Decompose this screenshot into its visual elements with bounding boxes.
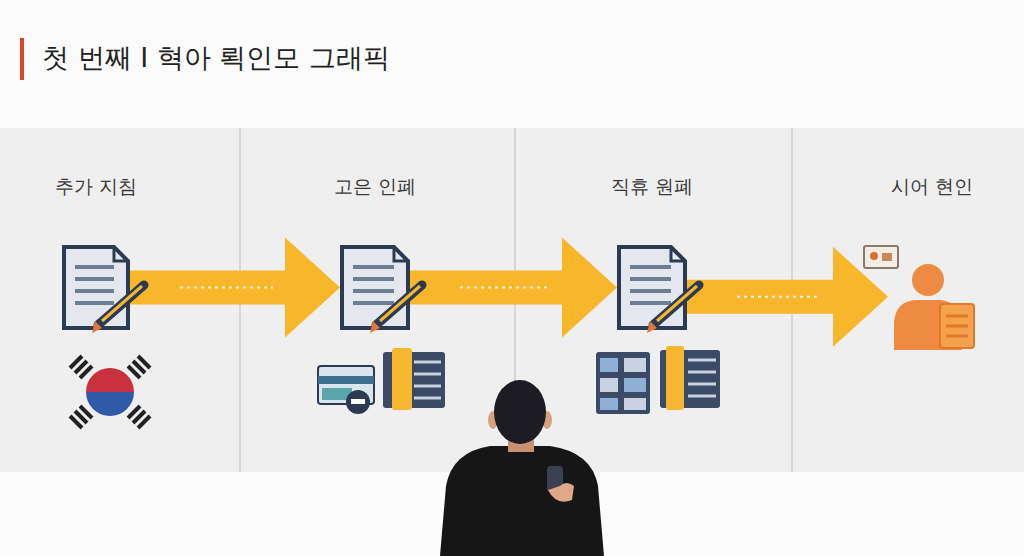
column-heading: 직휴 원폐	[542, 174, 762, 200]
document-line	[353, 265, 394, 269]
document-line	[353, 277, 394, 281]
person-head	[912, 264, 944, 296]
flag-red-half	[86, 368, 134, 392]
stack-cell	[624, 378, 646, 392]
trigram-bar	[128, 406, 140, 418]
server-line	[414, 373, 441, 376]
document-line	[75, 265, 114, 269]
badge-circle	[346, 390, 370, 414]
picture-frame	[864, 246, 898, 268]
person-shape	[888, 262, 976, 350]
document-fold	[671, 247, 685, 261]
document-shape	[340, 245, 410, 330]
diagram-title: 첫 번째 I 혁아 뢱인모 그래픽	[42, 40, 390, 76]
pencil-body	[98, 285, 144, 325]
server-line	[688, 383, 716, 386]
trigram-bar	[80, 366, 92, 378]
clipboard-line	[946, 325, 968, 328]
flow-arrow	[687, 247, 888, 347]
stack-cell	[624, 358, 646, 372]
document-shape	[62, 245, 130, 330]
man-body	[440, 446, 604, 556]
stack-cell	[600, 378, 618, 392]
stack-cell	[600, 398, 618, 410]
badge-mark	[351, 399, 365, 404]
flow-arrow-group	[410, 238, 617, 338]
arrow-dash-line	[460, 287, 550, 289]
picture-dot	[870, 252, 878, 260]
flag-symbol	[70, 356, 150, 428]
flow-arrow-group	[130, 238, 340, 338]
title-accent-bar	[20, 38, 24, 80]
pencil-tip	[92, 321, 102, 333]
flag-trigrams	[70, 356, 150, 428]
pencil-stripe	[380, 286, 420, 321]
document-fold	[394, 247, 408, 261]
document-line	[630, 301, 671, 305]
server-icon	[383, 348, 445, 410]
document-outline	[342, 247, 408, 328]
pencil-tip	[370, 321, 380, 333]
man-hand	[548, 483, 574, 502]
document-line	[75, 301, 114, 305]
trigram-bar	[80, 406, 92, 418]
server-icon	[660, 346, 720, 410]
server-line	[414, 385, 441, 388]
arrow-dash-line	[180, 287, 273, 289]
document-node: 고은 인폐	[340, 245, 410, 330]
pencil-stripe	[657, 286, 697, 321]
document-line	[75, 277, 114, 281]
picture-icon	[864, 246, 898, 268]
flow-arrow-group	[687, 247, 888, 347]
person-node: 시어 현인	[888, 262, 976, 350]
picture-block	[882, 253, 892, 261]
document-line	[75, 289, 114, 293]
column-heading: 고은 인폐	[265, 174, 485, 200]
stack-icon	[596, 352, 650, 414]
pencil-tip	[647, 321, 657, 333]
man-head	[494, 380, 546, 444]
clipboard-icon	[940, 304, 974, 348]
trigram-bar	[128, 366, 140, 378]
document-outline	[64, 247, 128, 328]
card-icon	[318, 366, 374, 414]
document-line	[630, 265, 671, 269]
document-line	[630, 289, 671, 293]
stack-cell	[624, 398, 646, 410]
stack-cell	[600, 358, 618, 372]
server-line	[688, 359, 716, 362]
column-heading: 추가 지침	[0, 174, 206, 200]
server-line	[688, 371, 716, 374]
card-stripe	[318, 376, 374, 384]
flow-arrow	[130, 238, 340, 338]
flag-blue-half	[86, 392, 134, 416]
document-line	[353, 289, 394, 293]
server-line	[414, 397, 441, 400]
document-fold	[114, 247, 128, 261]
server-line	[414, 361, 441, 364]
pencil-body	[376, 285, 422, 325]
document-line	[353, 301, 394, 305]
document-shape	[617, 245, 687, 330]
pencil-body	[653, 285, 699, 325]
stack-body	[596, 352, 650, 414]
server-line	[688, 395, 716, 398]
document-node: 추가 지침	[62, 245, 130, 330]
column-heading: 시어 현인	[822, 174, 1024, 200]
document-line	[630, 277, 671, 281]
panel-band	[0, 128, 1024, 472]
clipboard-line	[946, 335, 968, 338]
server-band	[666, 346, 684, 410]
clipboard-line	[946, 315, 968, 318]
man-illustration	[440, 380, 604, 556]
flow-arrow	[410, 238, 617, 338]
arrow-dash-line	[737, 296, 821, 298]
server-band	[392, 348, 412, 410]
document-node: 직휴 원폐	[617, 245, 687, 330]
document-outline	[619, 247, 685, 328]
pencil-stripe	[102, 286, 142, 321]
